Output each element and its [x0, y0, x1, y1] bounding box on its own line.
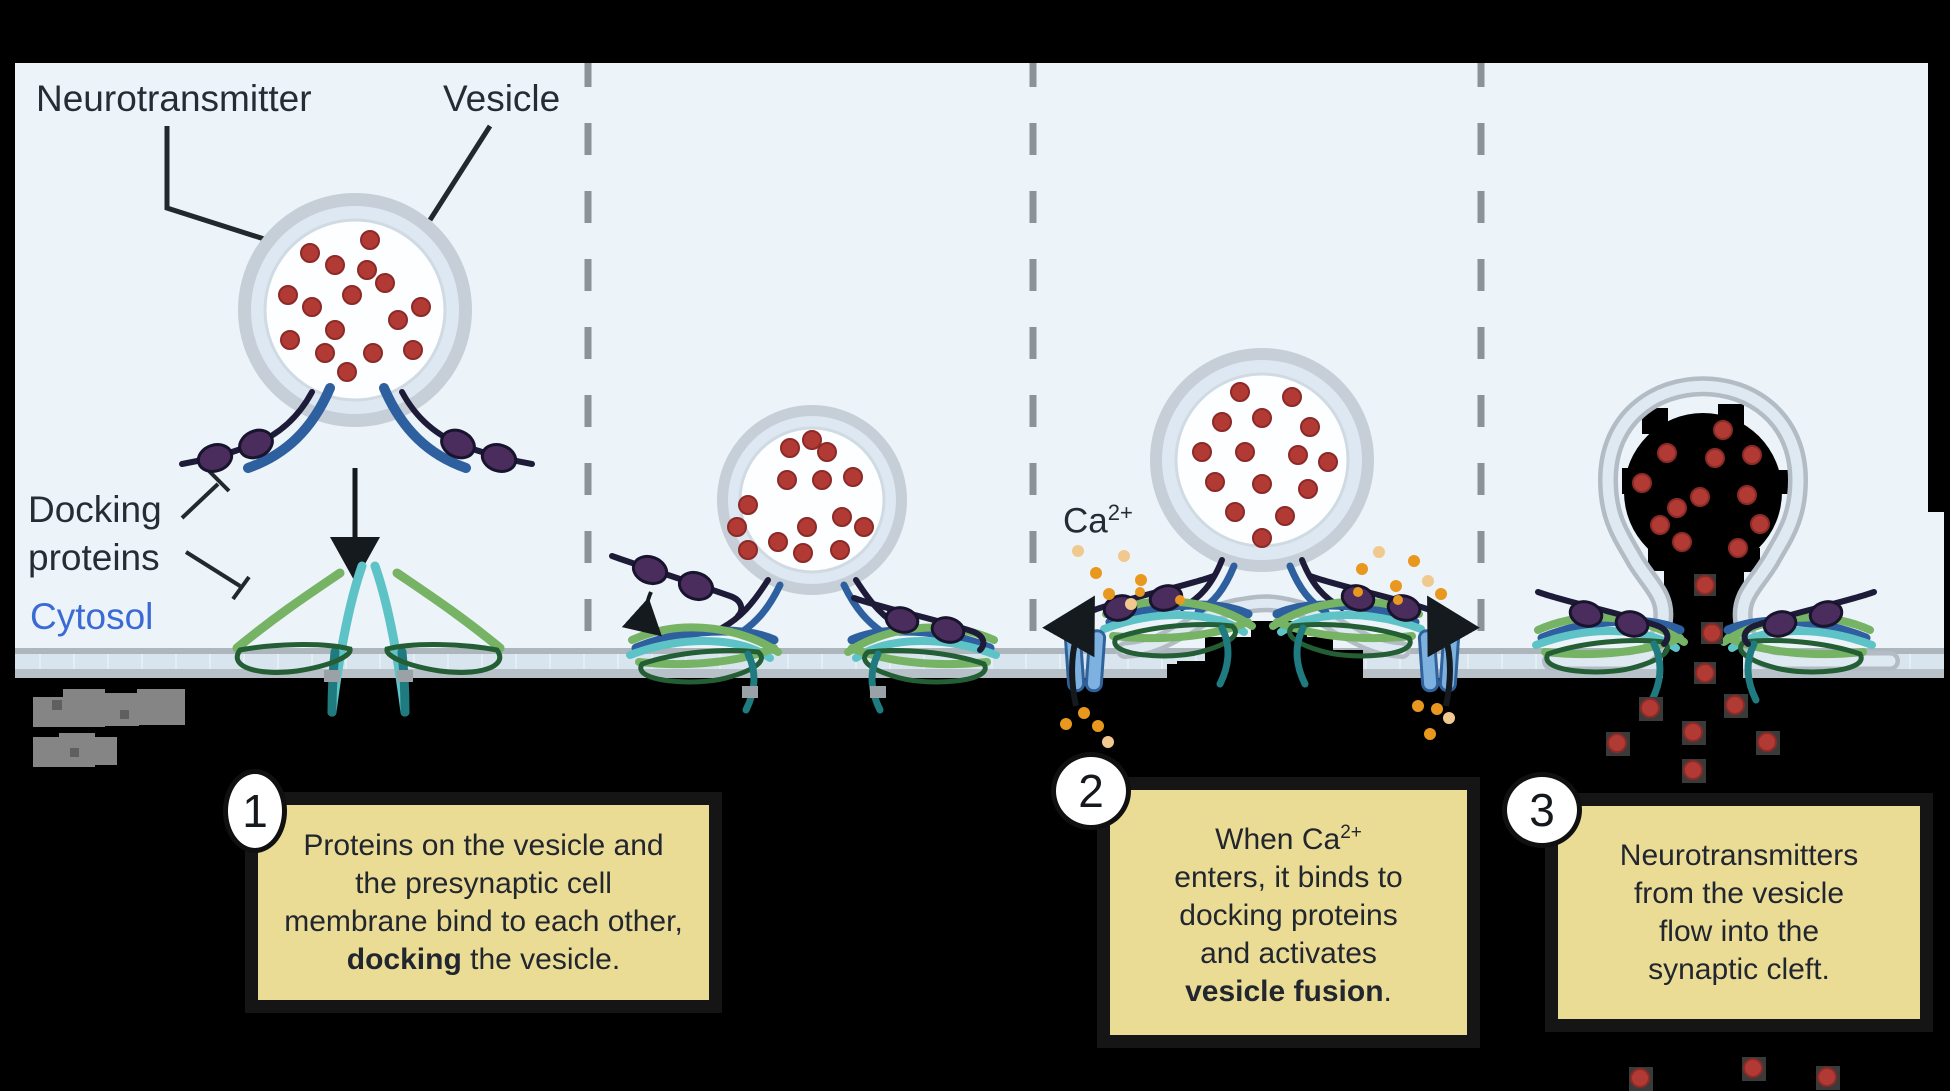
step-2-line: docking proteins	[1179, 899, 1398, 932]
vesicle-docking-proteins	[179, 383, 535, 473]
step-2-bold-term: vesicle fusion	[1185, 975, 1384, 1008]
calcium-label-sup: 2+	[1107, 500, 1133, 525]
step-3-line: from the vesicle	[1633, 876, 1845, 910]
step-1-text: Proteins on the vesicle and the presynap…	[258, 805, 709, 1000]
step-1-line: docking the vesicle.	[347, 941, 620, 979]
step-2-line: vesicle fusion.	[1185, 973, 1392, 1011]
step-2-line1-sup: 2+	[1340, 822, 1362, 843]
step-2-number: 2	[1078, 765, 1104, 817]
step-1-line: membrane bind to each other,	[284, 904, 683, 938]
step-3-line: synaptic cleft.	[1648, 952, 1830, 986]
calcium-entry-arrow-left	[1042, 595, 1095, 707]
panel-3-calcium-fusion	[1042, 348, 1480, 748]
redacted-synaptic-cleft-label	[33, 689, 185, 767]
step-3-note: Neurotransmitters from the vesicle flow …	[1545, 793, 1933, 1032]
docking-pointer-line-2	[184, 550, 251, 601]
vesicle-pointer-line	[427, 124, 493, 222]
step-3-text: Neurotransmitters from the vesicle flow …	[1558, 806, 1920, 1019]
docking-proteins-line2: proteins	[28, 537, 160, 578]
vesicle-3	[1150, 348, 1374, 572]
step-2-line1-base: When Ca	[1215, 823, 1341, 856]
step-2-text: When Ca2+ enters, it binds to docking pr…	[1110, 790, 1467, 1035]
calcium-ions-extracellular	[1060, 700, 1455, 748]
panel-2-docked-vesicle	[609, 405, 996, 710]
docking-proteins-line1: Docking	[28, 489, 162, 530]
calcium-entry-arrow-right	[1427, 595, 1480, 707]
vesicle-label: Vesicle	[443, 78, 561, 119]
panel-4-release	[1536, 376, 1900, 1091]
fused-vesicle-membrane	[1542, 376, 1900, 671]
vesicle-1	[238, 193, 472, 427]
docking-proteins-label: Docking proteins	[28, 486, 162, 582]
free-docking-protein-chain	[609, 553, 745, 619]
step-2-line: enters, it binds to	[1174, 861, 1403, 894]
cytosol-label: Cytosol	[30, 596, 154, 637]
docking-pointer-line-1	[180, 469, 231, 520]
step-1-number: 1	[242, 785, 268, 837]
calcium-label-base: Ca	[1063, 501, 1108, 541]
recruitment-arrow-icon	[621, 591, 662, 637]
neurotransmitter-label: Neurotransmitter	[36, 78, 312, 119]
step-3-line: flow into the	[1658, 914, 1820, 948]
step-2-note: When Ca2+ enters, it binds to docking pr…	[1097, 777, 1480, 1048]
step-1-note: Proteins on the vesicle and the presynap…	[245, 792, 722, 1013]
step-3-number-badge: 3	[1502, 772, 1582, 848]
panel-1-docking	[33, 124, 535, 767]
vesicle-2	[717, 405, 907, 595]
step-2-line-rest: .	[1383, 975, 1392, 1008]
step-1-line-rest: the vesicle.	[461, 942, 621, 976]
step-1-line: Proteins on the vesicle and	[303, 828, 664, 862]
step-1-line: the presynaptic cell	[355, 866, 612, 900]
step-2-line: When Ca2+	[1215, 814, 1362, 859]
calcium-ions	[1072, 545, 1447, 610]
step-2-number-badge: 2	[1051, 752, 1131, 830]
step-3-line: Neurotransmitters	[1619, 838, 1859, 872]
released-neurotransmitter-dots	[1606, 420, 1840, 1091]
step-1-bold-term: docking	[346, 942, 462, 976]
neurotransmitter-pointer-line	[164, 126, 309, 256]
calcium-label: Ca2+	[1063, 500, 1133, 542]
step-1-number-badge: 1	[223, 769, 287, 853]
step-3-number: 3	[1529, 784, 1555, 836]
step-2-line: and activates	[1200, 937, 1377, 970]
